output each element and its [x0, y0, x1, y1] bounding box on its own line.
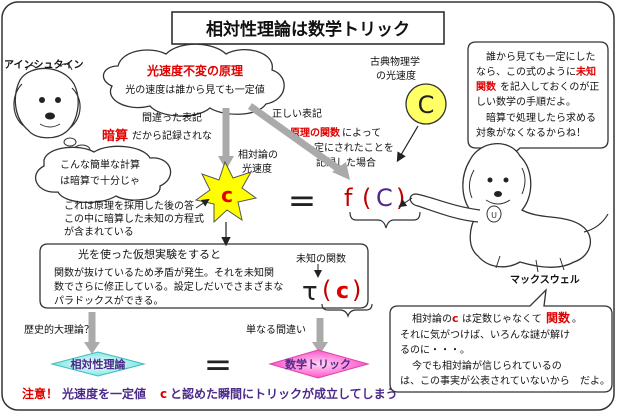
maxwell-dog-illustration: U — [409, 143, 609, 273]
left-note-line-1: これは原理を採用した後の答 — [64, 199, 194, 212]
bottom-speech-bubble — [389, 288, 613, 393]
correct-notation-label: 正しい表記 — [272, 107, 322, 120]
math-trick-box — [268, 349, 370, 379]
mere-mistake-label: 単なる間違い — [246, 323, 306, 336]
principle-cloud — [102, 43, 285, 117]
bubble-red-word: 未知 — [575, 65, 596, 78]
unknown-function-label: 未知の関数 — [296, 252, 346, 265]
historical-theory-label: 歴史的大理論？ — [24, 323, 94, 336]
thought-cloud — [34, 145, 172, 204]
bottom-bubble-l1b: は定数じゃなくて — [462, 312, 542, 325]
bubble-line-4: しい数学の手順だよ。 — [476, 95, 576, 108]
experiment-heading: 光を使った仮想実験をすると — [78, 247, 221, 261]
mental-calc-word: 暗算 — [102, 128, 128, 144]
gray-arrow-diagonal — [247, 103, 343, 173]
warning-label: 注意！ — [22, 386, 58, 401]
correct-notation-line-3: 一定にされたことを — [304, 141, 394, 154]
bottom-bubble-l1a: 相対論の — [412, 312, 452, 325]
einstein-label: アインシュタイン — [4, 59, 84, 71]
left-note-line-3: が含まれている — [64, 225, 134, 238]
principle-heading: 光速度不変の原理 — [146, 63, 243, 78]
classical-label-1: 古典物理学 — [370, 55, 420, 68]
equals-sign-top: = — [288, 181, 317, 221]
relativity-box — [50, 351, 146, 377]
brace-under-tau — [321, 303, 373, 318]
bottom-bubble-l5: は、この事実が公表されていないから — [400, 374, 570, 387]
warning-c: c — [160, 387, 167, 401]
bubble-line-3: を記入しておくのが正 — [500, 80, 599, 93]
bubble-line-2: なら、この式のように — [476, 65, 576, 78]
bottom-bubble-l3: るのに・・・。 — [400, 344, 470, 356]
f-of-c-inner: C — [376, 184, 393, 212]
maxwell-point-arrow — [398, 197, 413, 208]
thought-dot — [63, 137, 77, 147]
bubble-line-1: 誰から見ても一定にした — [486, 50, 596, 63]
classical-label-2: の光速度 — [376, 69, 416, 82]
svg-text:): ) — [352, 276, 361, 304]
bottom-bubble-l2: それに気がつけば、いろんな謎が解け — [400, 328, 570, 341]
math-trick-box-label: 数学トリック — [285, 357, 351, 371]
tau-c-symbol: c — [336, 279, 349, 304]
bubble-line-6: 対象がなくなるからね！ — [476, 126, 586, 139]
brace-under-f — [349, 211, 421, 229]
einstein-dog-illustration — [13, 63, 81, 139]
experiment-line-3: パラドックスができる。 — [54, 294, 164, 307]
title-box — [171, 11, 445, 45]
warning-text-2: と認めた瞬間にトリックが成立してしまう — [170, 386, 398, 401]
bottom-bubble-c: c — [452, 312, 459, 325]
f-of-c-expression: f — [344, 184, 353, 212]
wrong-notation-label: 間違った表記 — [142, 111, 202, 124]
page-title: 相対性理論は数学トリック — [206, 19, 410, 40]
relativity-c-star — [194, 160, 258, 224]
principle-text: 光の速度は誰から見ても一定値 — [125, 83, 265, 96]
svg-text:(: ( — [362, 184, 371, 212]
thought-line-2: は暗算で十分じゃ — [60, 174, 140, 187]
principle-function-word: 原理の関数 — [290, 126, 341, 139]
maxwell-label: マックスウェル — [510, 274, 580, 286]
relativity-box-label: 相対性理論 — [71, 357, 127, 371]
classical-arrow — [396, 125, 419, 163]
tau-symbol: τ — [302, 277, 318, 307]
bottom-bubble-l4: 今でも相対論が信じられているの — [412, 359, 562, 372]
classical-c-circle — [405, 83, 447, 125]
relativity-speed-label-2: 光速度 — [242, 162, 272, 175]
experiment-line-2: 数でさらに修正している。設定しだいでさまざまな — [54, 280, 283, 293]
svg-text:U: U — [491, 211, 497, 220]
experiment-line-1: 関数が抜けているため矛盾が発生。それを未知関 — [54, 266, 274, 279]
correct-notation-rest: によって — [342, 127, 381, 139]
left-note-arrow — [195, 198, 210, 209]
bottom-bubble-l6: だよ。 — [580, 375, 610, 387]
left-note-line-2: この中に暗算した未知の方程式 — [64, 212, 204, 225]
bottom-bubble-l1e: 。 — [572, 314, 582, 325]
warning-text-1: 光速度を一定値 — [61, 386, 146, 401]
relativity-speed-label-1: 相対論の — [238, 148, 278, 161]
bottom-bubble-function: 関数 — [546, 310, 571, 325]
thought-line-1: こんな簡単な計算 — [60, 158, 140, 171]
not-recorded-text: だから記録されな — [132, 129, 212, 142]
bubble-line-5: 暗算で処理したら求める — [486, 111, 596, 124]
equals-sign-bottom: = — [204, 345, 233, 385]
experiment-box — [39, 243, 369, 309]
relativity-c-symbol: c — [221, 183, 233, 207]
svg-text:): ) — [396, 184, 405, 212]
classical-c-symbol: C — [418, 91, 435, 119]
svg-text:(: ( — [322, 276, 331, 304]
bubble-red-word-2: 関数 — [476, 80, 497, 93]
